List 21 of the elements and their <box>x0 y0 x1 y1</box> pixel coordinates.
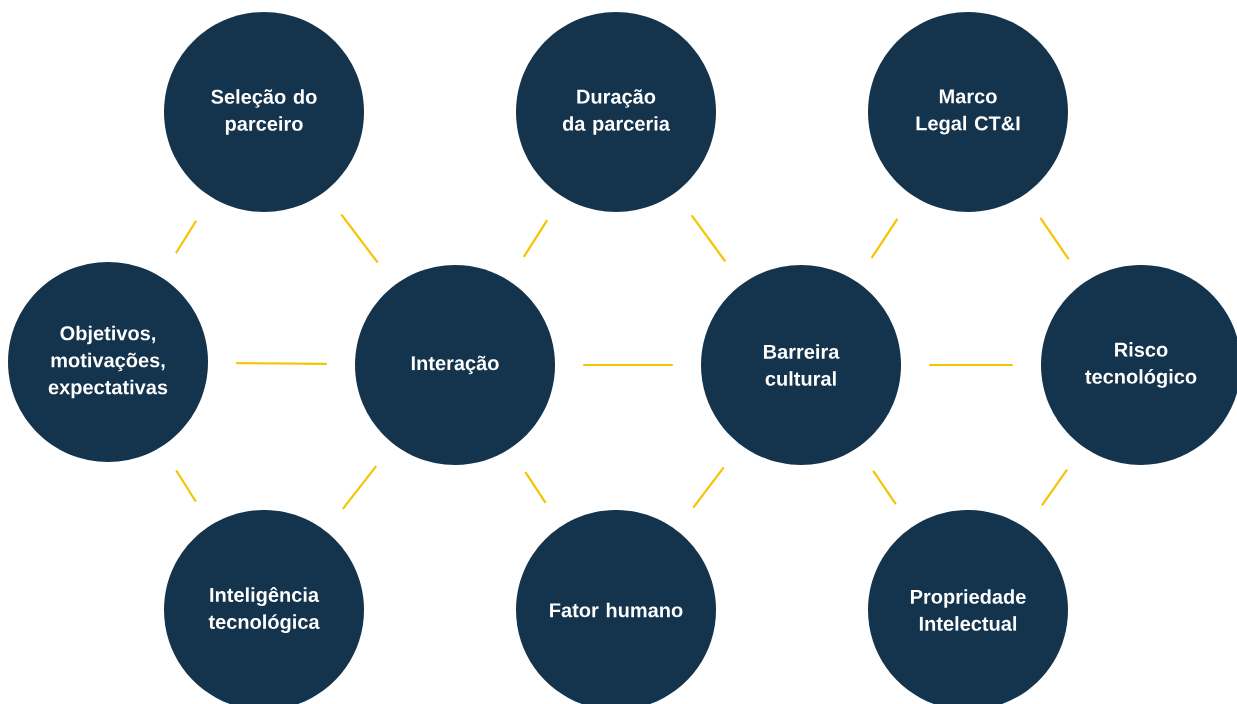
circle-node: Marco Legal CT&I <box>868 12 1068 212</box>
circle-node: Interação <box>355 265 555 465</box>
connector-line <box>341 465 378 510</box>
connector-line <box>524 471 547 504</box>
connector-line <box>340 213 379 264</box>
connector-line <box>175 469 197 503</box>
circle-node: Duração da parceria <box>516 12 716 212</box>
connector-line <box>583 363 673 367</box>
connector-line <box>692 466 725 509</box>
connector-line <box>174 220 198 254</box>
connector-line <box>929 363 1013 367</box>
circle-node: Objetivos, motivações, expectativas <box>8 262 208 462</box>
connector-line <box>1041 469 1068 506</box>
circle-node: Seleção do parceiro <box>164 12 364 212</box>
connector-line <box>1039 217 1070 260</box>
circle-node: Barreira cultural <box>701 265 901 465</box>
connector-line <box>236 362 327 365</box>
connector-line <box>690 214 727 263</box>
connector-line <box>522 219 549 258</box>
connector-line <box>872 470 897 505</box>
connector-line <box>870 218 899 259</box>
